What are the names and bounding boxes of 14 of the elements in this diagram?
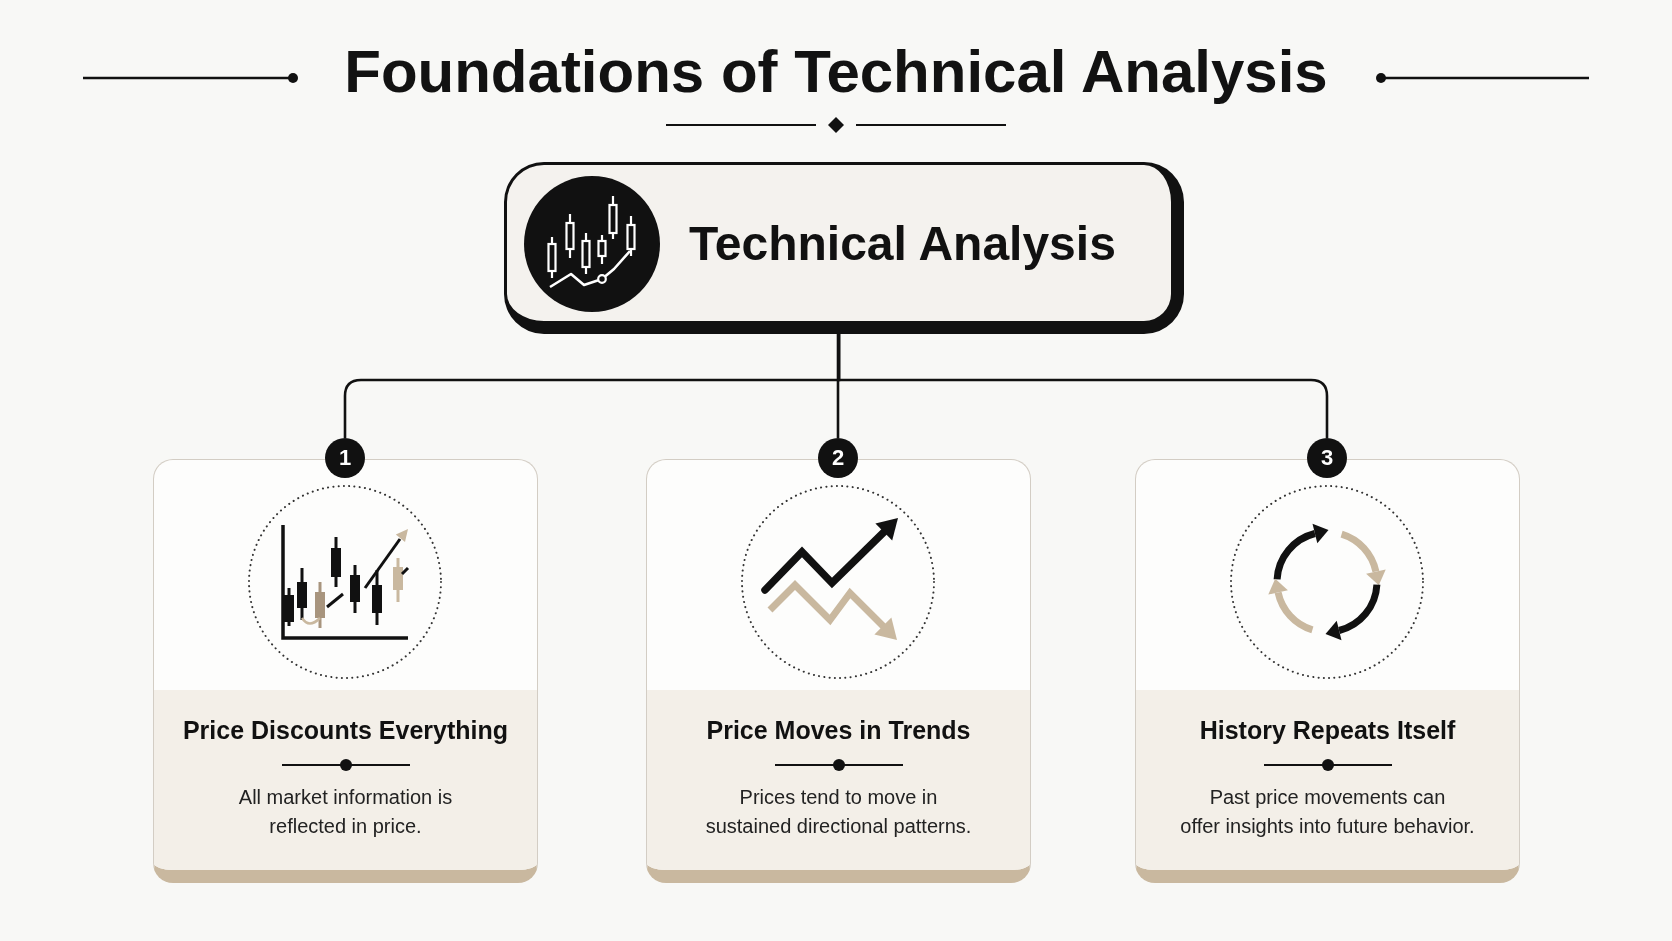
connector-line bbox=[837, 334, 1329, 438]
step-number: 1 bbox=[325, 438, 365, 478]
card-description: Prices tend to move in sustained directional patterns. bbox=[705, 784, 972, 839]
step-number: 3 bbox=[1307, 438, 1347, 478]
connector-line bbox=[836, 334, 840, 438]
card-description: Past price movements can offer insights into future behavior. bbox=[1180, 784, 1475, 839]
card-heading: History Repeats Itself bbox=[1199, 714, 1456, 746]
card-heading: Price Discounts Everything bbox=[182, 714, 509, 746]
step-number: 2 bbox=[818, 438, 858, 478]
card-heading: Price Moves in Trends bbox=[706, 714, 971, 746]
topic-card bbox=[504, 162, 1184, 334]
topic-title: Technical Analysis bbox=[689, 216, 1116, 272]
card-description: All market information is reflected in price. bbox=[238, 784, 453, 839]
diagram-title: Foundations of Technical Analysis bbox=[344, 38, 1328, 106]
